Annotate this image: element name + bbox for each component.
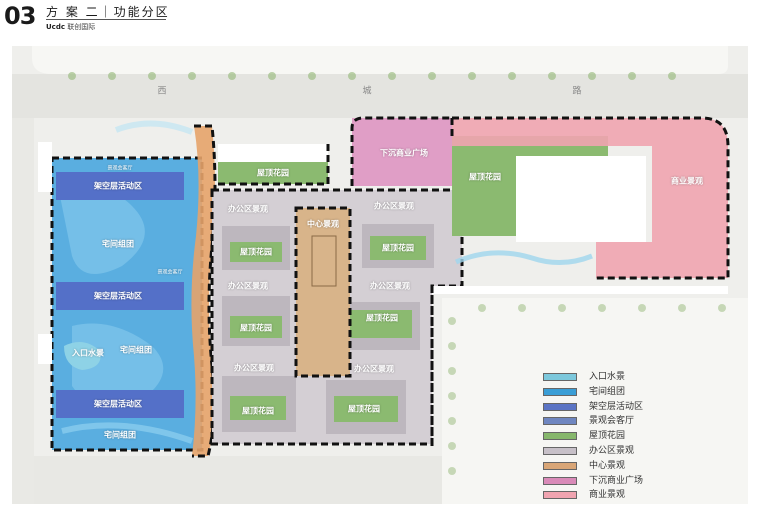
page-title: 方 案 二｜功能分区 bbox=[46, 5, 170, 19]
label-roof-east: 屋顶花园 bbox=[469, 172, 501, 182]
title-underline bbox=[46, 19, 166, 20]
label-residential-a: 宅间组团 bbox=[102, 239, 134, 249]
brand-name: 联创国际 bbox=[67, 23, 96, 31]
legend-swatch bbox=[543, 447, 577, 455]
label-pilotis-c: 架空层活动区 bbox=[94, 399, 142, 409]
legend-label: 办公区景观 bbox=[589, 446, 635, 456]
label-sunken-plaza: 下沉商业广场 bbox=[380, 148, 428, 158]
brand-prefix: Ucdc bbox=[46, 23, 65, 31]
legend-swatch bbox=[543, 491, 577, 500]
label-commercial: 商业景观 bbox=[671, 176, 703, 186]
commercial-zone bbox=[450, 116, 730, 280]
label-residential-b: 宅间组团 bbox=[120, 345, 152, 355]
legend-swatch bbox=[543, 387, 577, 396]
site-plan-drawing bbox=[12, 46, 748, 504]
label-reception-hall-a: 景观会客厅 bbox=[107, 165, 133, 172]
legend-label: 下沉商业广场 bbox=[589, 475, 644, 486]
legend-swatch bbox=[543, 461, 577, 470]
legend-label: 入口水景 bbox=[589, 372, 626, 382]
label-office-4: 办公区景观 bbox=[370, 281, 410, 291]
legend-label: 商业景观 bbox=[589, 490, 626, 501]
section-number: 03 bbox=[4, 2, 36, 30]
label-roof-2: 屋顶花园 bbox=[382, 243, 414, 253]
label-roof-3: 屋顶花园 bbox=[240, 323, 272, 333]
label-roof-garden-top: 屋顶花园 bbox=[257, 168, 289, 178]
label-office-6: 办公区景观 bbox=[354, 364, 394, 374]
label-residential-c: 宅间组团 bbox=[104, 430, 136, 440]
label-roof-5: 屋顶花园 bbox=[242, 406, 274, 416]
legend-swatch bbox=[543, 402, 577, 411]
label-roof-4: 屋顶花园 bbox=[366, 313, 398, 323]
legend-label: 屋顶花园 bbox=[589, 431, 626, 442]
label-roof-6: 屋顶花园 bbox=[348, 404, 380, 414]
label-entrance-water: 入口水景 bbox=[72, 348, 104, 358]
label-office-2: 办公区景观 bbox=[374, 201, 414, 211]
label-office-5: 办公区景观 bbox=[234, 363, 274, 373]
residential-zone bbox=[50, 156, 204, 452]
road-label-a: 西 bbox=[157, 86, 167, 97]
legend-swatch bbox=[543, 432, 577, 441]
label-central: 中心景观 bbox=[307, 219, 339, 229]
label-roof-1: 屋顶花园 bbox=[240, 247, 272, 257]
legend-label: 景观会客厅 bbox=[589, 416, 635, 427]
label-office-1: 办公区景观 bbox=[228, 204, 268, 214]
legend-label: 宅间组团 bbox=[589, 386, 626, 397]
site-plan: 西 城 路 景观会客厅 架空层活动区 宅间组团 景观会客厅 架空层活动区 入口水… bbox=[12, 46, 748, 504]
legend-swatch bbox=[543, 417, 577, 426]
legend-label: 中心景观 bbox=[589, 460, 626, 471]
road-label-b: 城 bbox=[362, 86, 372, 97]
brand: Ucdc 联创国际 bbox=[46, 22, 95, 32]
label-pilotis-a: 架空层活动区 bbox=[94, 181, 142, 191]
road-label-c: 路 bbox=[572, 86, 582, 97]
label-office-3: 办公区景观 bbox=[228, 281, 268, 291]
legend-swatch bbox=[543, 373, 577, 381]
legend-swatch bbox=[543, 476, 577, 485]
label-reception-hall-b: 景观会客厅 bbox=[157, 269, 183, 276]
legend-label: 架空层活动区 bbox=[589, 401, 644, 412]
sunken-plaza bbox=[350, 116, 452, 186]
central-landscape bbox=[294, 206, 352, 378]
label-pilotis-b: 架空层活动区 bbox=[94, 291, 142, 301]
